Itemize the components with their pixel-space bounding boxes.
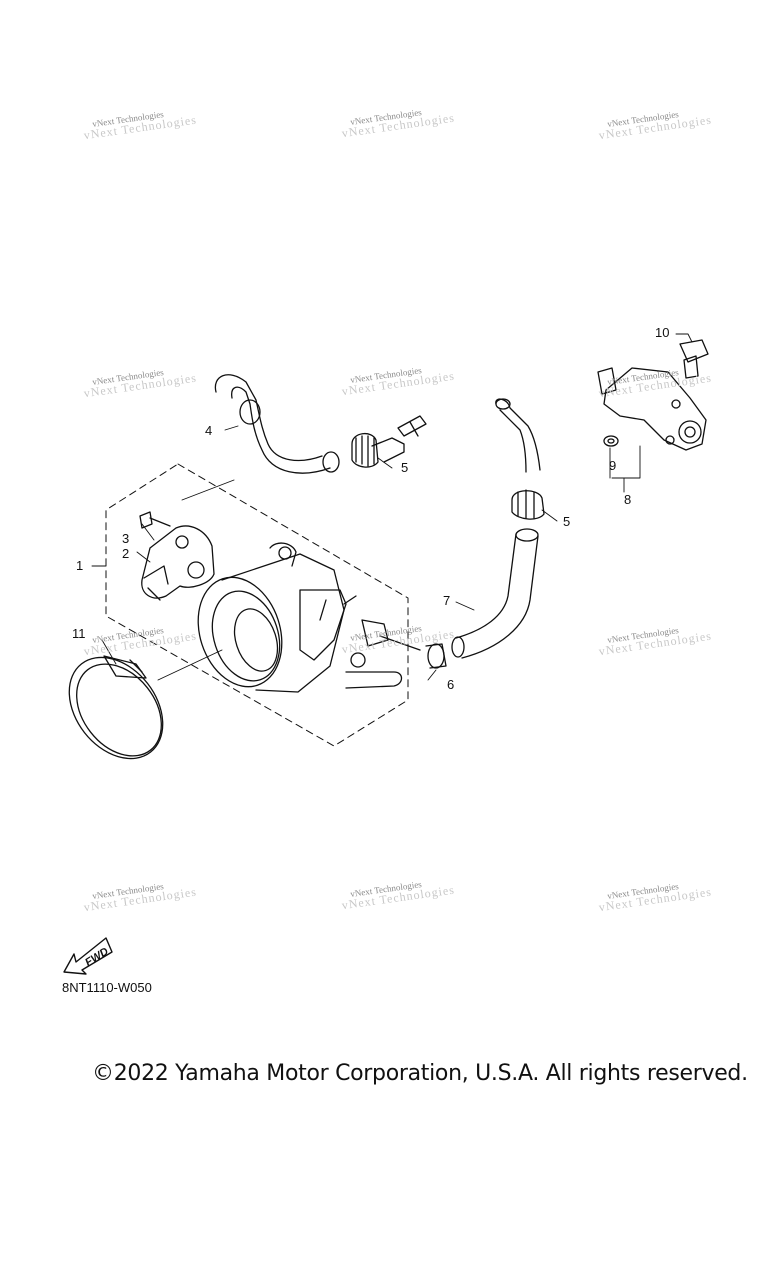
bolt-10 [679,339,709,379]
callout-8: 8 [624,492,632,507]
copyright-notice: ©2022 Yamaha Motor Corporation, U.S.A. A… [92,1061,748,1086]
throttle-body [197,542,421,693]
valve-body-8 [597,367,707,451]
callout-9: 9 [609,458,617,473]
callout-10: 10 [655,325,670,340]
callout-6: 6 [447,677,455,692]
hose-4 [214,374,340,474]
leader-lines [91,333,693,681]
callout-2: 2 [122,546,130,561]
callout-5-upper: 5 [401,460,409,475]
callout-7: 7 [443,593,451,608]
sensor-2 [141,525,215,601]
o-ring-9 [603,435,619,447]
callout-1: 1 [76,558,84,573]
fwd-label: FWD [83,946,111,969]
callout-3: 3 [122,531,130,546]
clamp-6 [425,643,447,669]
clip-5-upper [351,415,427,468]
callout-11: 11 [72,626,86,641]
forward-arrow-icon: FWD [63,937,113,975]
pipe-7-upper [495,398,541,473]
callout-4: 4 [205,423,213,438]
hose-clamp-11 [68,655,164,760]
assembly-boundary [105,463,409,747]
diagram-code: 8NT1110-W050 [62,980,152,995]
callout-5-lower: 5 [563,514,571,529]
screw-3 [139,511,171,529]
hose-7 [451,528,539,659]
clip-5-lower [511,489,545,520]
